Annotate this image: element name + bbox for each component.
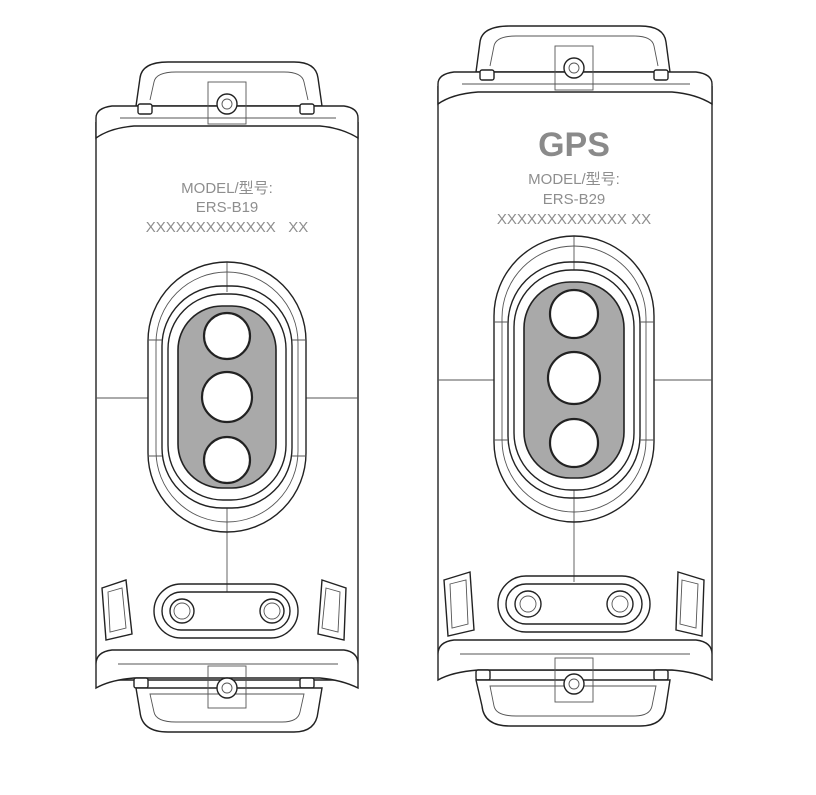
device-ers-b19: MODEL/型号: ERS-B19 XXXXXXXXXXXXX XX [95,61,359,733]
lens-icon-top [202,311,252,361]
device-ers-b29: GPS MODEL/型号: ERS-B29 XXXXXXXXXXXXX XX [437,25,713,727]
lens-icon-bottom [202,435,252,485]
model-code-label: ERS-B29 [543,191,606,208]
lens-icon-bottom [548,417,600,469]
top-cap [95,61,359,140]
clip-right [675,571,705,637]
lens-icon-top [548,288,600,340]
top-cap [437,25,713,106]
button-bar [497,575,651,633]
lens-icon-middle [546,350,602,406]
serial-label: XXXXXXXXXXXXX XX [146,219,309,236]
button-icon-right [606,590,634,618]
model-code-label: ERS-B19 [196,199,259,216]
gps-badge: GPS [538,126,610,164]
button-icon-left [169,598,195,624]
button-icon-right [259,598,285,624]
screw-icon [216,677,238,699]
screw-icon [563,673,585,695]
bottom-cap [437,639,713,727]
button-icon-left [514,590,542,618]
clip-right [317,579,347,641]
lens-icon-middle [200,370,254,424]
serial-label: XXXXXXXXXXXXX XX [497,211,651,228]
screw-icon [216,93,238,115]
clip-left [101,579,133,641]
clip-left [443,571,475,637]
model-line-label: MODEL/型号: [528,171,620,188]
bottom-cap [95,649,359,733]
screw-icon [563,57,585,79]
sensor-module [147,261,307,533]
button-bar [153,583,299,639]
sensor-module [493,235,655,523]
model-line-label: MODEL/型号: [181,180,273,197]
